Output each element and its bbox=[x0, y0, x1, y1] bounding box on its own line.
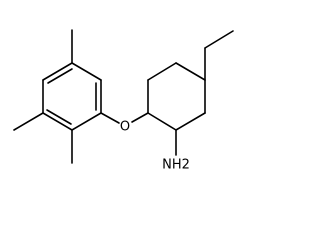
methyl-bond-left bbox=[13, 112, 44, 131]
methyl-groups bbox=[13, 29, 73, 164]
oxygen-cyclohexyl-bond bbox=[131, 112, 149, 123]
cyclo-bond-f bbox=[147, 112, 177, 131]
ring-bond-f-inner bbox=[47, 68, 73, 84]
cyclo-bond-e bbox=[175, 112, 206, 131]
cyclohexane-ring bbox=[147, 62, 206, 131]
ring-bond-d-inner bbox=[46, 109, 72, 125]
ring-bond-d bbox=[42, 112, 73, 131]
amine-atom-label: NH2 bbox=[162, 158, 190, 173]
ethyl-group bbox=[204, 30, 234, 81]
benzene-ring bbox=[42, 62, 102, 131]
ring-bond-c bbox=[71, 112, 102, 131]
cyclo-bond-c bbox=[175, 62, 206, 81]
aryl-oxygen-bond bbox=[100, 112, 120, 124]
ring-bond-f bbox=[42, 62, 73, 81]
chemical-structure-diagram: O NH2 bbox=[13, 29, 234, 173]
ethyl-bond-2 bbox=[204, 30, 234, 49]
oxygen-atom-label: O bbox=[120, 120, 130, 135]
ether-linkage bbox=[100, 112, 149, 124]
cyclo-bond-b bbox=[147, 62, 177, 81]
ring-bond-a bbox=[71, 62, 102, 81]
